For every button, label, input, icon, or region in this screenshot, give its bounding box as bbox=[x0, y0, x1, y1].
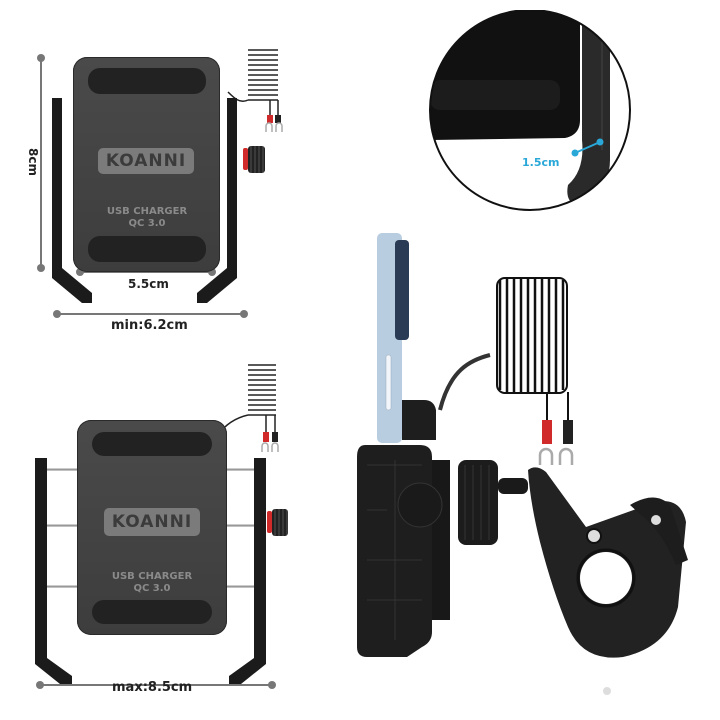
max-dimension-graphics bbox=[35, 364, 279, 689]
bottom-grip-pad bbox=[88, 236, 206, 262]
usb-charger-line2: QC 3.0 bbox=[128, 218, 166, 229]
side-view-illustration bbox=[357, 233, 688, 695]
height-dimension-label: 8cm bbox=[26, 148, 40, 176]
front-view-max-panel: KOANNI USB CHARGER QC 3.0 max:8.5cm bbox=[20, 360, 320, 700]
usb-charger-line1: USB CHARGER bbox=[106, 206, 188, 217]
usb-charger-line2-extended: QC 3.0 bbox=[133, 583, 171, 594]
max-width-dimension-label: max:8.5cm bbox=[112, 680, 193, 695]
front-view-min-panel: KOANNI USB CHARGER QC 3.0 8cm 5.5cm min:… bbox=[0, 0, 300, 340]
inner-width-dimension-label: 5.5cm bbox=[128, 277, 169, 291]
tightening-knob bbox=[248, 146, 265, 173]
lip-detail-panel: 1.5cm bbox=[410, 10, 650, 220]
usb-charger-label-extended: USB CHARGER QC 3.0 bbox=[92, 571, 212, 595]
lip-depth-label: 1.5cm bbox=[522, 156, 560, 169]
side-view-panel bbox=[340, 220, 720, 720]
bottom-grip-pad-extended bbox=[92, 600, 212, 624]
brand-logo-extended: KOANNI bbox=[104, 508, 200, 536]
knob-red-ring bbox=[243, 148, 248, 170]
knob-red-ring-extended bbox=[267, 511, 272, 533]
min-width-dimension-label: min:6.2cm bbox=[111, 318, 188, 333]
usb-charger-line1-extended: USB CHARGER bbox=[111, 571, 193, 582]
brand-logo: KOANNI bbox=[98, 148, 194, 174]
top-grip-pad bbox=[88, 68, 206, 94]
tightening-knob-extended bbox=[272, 509, 288, 536]
usb-charger-label: USB CHARGER QC 3.0 bbox=[88, 206, 206, 230]
top-grip-pad-extended bbox=[92, 432, 212, 456]
lip-closeup bbox=[429, 10, 631, 211]
dimension-lines bbox=[37, 49, 283, 318]
